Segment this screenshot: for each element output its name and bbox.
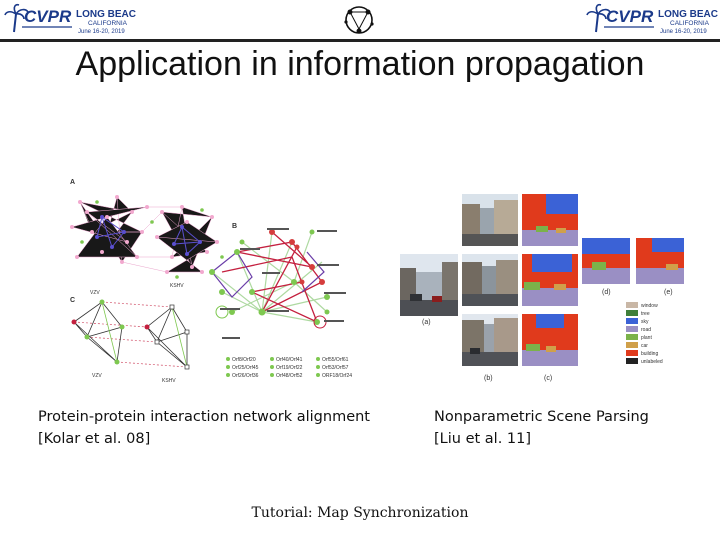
cvpr-logo-right: CVPR LONG BEACH CALIFORNIA June 16-20, 2… bbox=[586, 2, 718, 36]
logo-dates: June 16-20, 2019 bbox=[660, 29, 707, 35]
scene-parsing-figure: (a) (b) bbox=[396, 190, 696, 394]
legend-class: building bbox=[641, 351, 658, 357]
legend-label: Orf25/Orf45 bbox=[232, 365, 259, 371]
cvpr-logo-left: CVPR LONG BEACH CALIFORNIA June 16-20, 2… bbox=[4, 2, 136, 36]
network-label-kshv-c: KSHV bbox=[162, 378, 176, 384]
retrieved-labelmaps: (c) bbox=[522, 194, 578, 382]
logo-city: LONG BEACH bbox=[658, 9, 718, 20]
legend-label: Orf19/Orf22 bbox=[276, 365, 303, 371]
scene-parsing-caption: Nonparametric Scene Parsing [Liu et al. … bbox=[434, 406, 704, 450]
legend-label: Orf55/Orf61 bbox=[322, 357, 349, 363]
network-label-vzv-a: VZV bbox=[90, 290, 100, 296]
logo-state: CALIFORNIA bbox=[670, 20, 710, 27]
legend-label: Orf8/Orf20 bbox=[232, 357, 256, 363]
logo-dates: June 16-20, 2019 bbox=[78, 29, 125, 35]
panel-b-legend: Orf8/Orf20 Orf25/Orf45 Orf26/Orf36 Orf40… bbox=[226, 357, 352, 379]
panel-label-c: C bbox=[70, 297, 75, 304]
class-legend: window tree sky road plant car building … bbox=[626, 302, 663, 365]
network-label-kshv-a: KSHV bbox=[170, 283, 184, 289]
logo-brand: CVPR bbox=[24, 7, 72, 26]
label-a: (a) bbox=[422, 319, 431, 326]
logo-city: LONG BEACH bbox=[76, 9, 136, 20]
label-d: (d) bbox=[602, 289, 611, 296]
legend-class: window bbox=[641, 303, 658, 309]
logo-brand: CVPR bbox=[606, 7, 654, 26]
legend-class: tree bbox=[641, 311, 650, 317]
panel-label-a: A bbox=[70, 179, 75, 186]
ppi-caption: Protein-protein interaction network alig… bbox=[38, 406, 398, 450]
scene-parsing-caption-citation: [Liu et al. 11] bbox=[434, 428, 704, 450]
legend-label: Orf48/Orf52 bbox=[276, 373, 303, 379]
legend-class: plant bbox=[641, 335, 652, 341]
tutorial-emblem-icon bbox=[338, 2, 380, 42]
logo-state: CALIFORNIA bbox=[88, 20, 128, 27]
legend-label: Orf26/Orf36 bbox=[232, 373, 259, 379]
label-c-left: (c) bbox=[544, 375, 552, 382]
legend-label: Orf40/Orf41 bbox=[276, 357, 303, 363]
label-b: (b) bbox=[484, 375, 493, 382]
legend-class: unlabeled bbox=[641, 359, 663, 365]
header-divider bbox=[0, 39, 720, 42]
label-e: (e) bbox=[664, 289, 673, 296]
legend-class: sky bbox=[641, 319, 649, 325]
result-labelmaps: (d) (e) bbox=[582, 238, 684, 296]
legend-label: Orf53/Orf57 bbox=[322, 365, 349, 371]
ppi-network-figure: A B C bbox=[62, 172, 362, 391]
ppi-caption-citation: [Kolar et al. 08] bbox=[38, 428, 398, 450]
ppi-caption-title: Protein-protein interaction network alig… bbox=[38, 406, 398, 428]
slide-title: Application in information propagation bbox=[0, 45, 720, 84]
panel-label-b: B bbox=[232, 223, 237, 230]
legend-class: car bbox=[641, 343, 648, 349]
network-label-vzv-c: VZV bbox=[92, 373, 102, 379]
scene-parsing-caption-title: Nonparametric Scene Parsing bbox=[434, 406, 704, 428]
legend-class: road bbox=[641, 327, 651, 333]
legend-label: ORF18/Orf24 bbox=[322, 373, 352, 379]
slide-footer: Tutorial: Map Synchronization bbox=[0, 505, 720, 521]
query-photo: (a) bbox=[400, 254, 458, 326]
retrieved-photos: (b) bbox=[462, 194, 518, 382]
